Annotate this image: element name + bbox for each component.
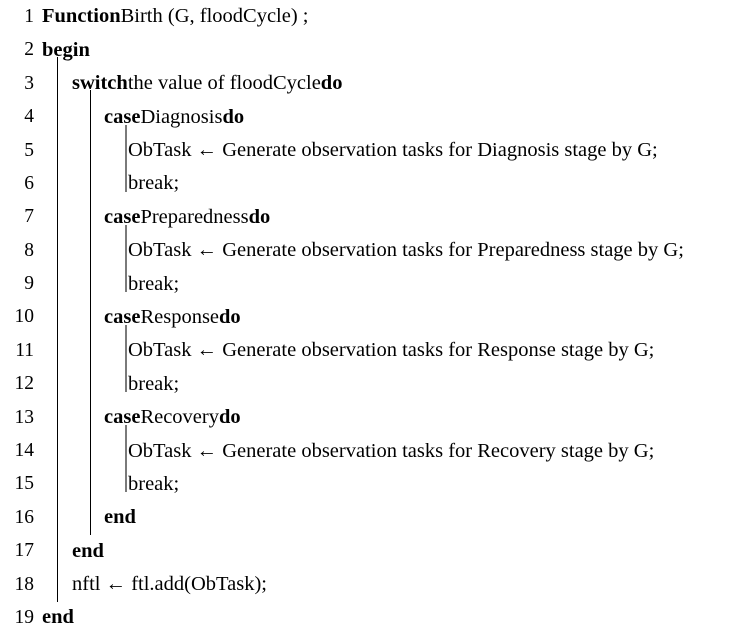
keyword: end — [72, 539, 104, 562]
code-text: ObTask ← Generate observation tasks for … — [128, 139, 658, 161]
line-number: 3 — [24, 72, 34, 94]
line-number: 14 — [14, 440, 35, 462]
line-number: 6 — [24, 172, 34, 194]
line-number: 11 — [15, 339, 34, 361]
code-text: break; — [128, 472, 180, 495]
line-number: 2 — [24, 39, 34, 61]
keyword: case — [104, 105, 141, 128]
line-code: break; — [34, 267, 751, 300]
line-code: end — [34, 601, 751, 634]
code-text: the value of floodCycle — [127, 72, 321, 95]
line-code: switch the value of floodCycle do — [34, 67, 751, 100]
code-text: ObTask ← Generate observation tasks for … — [128, 339, 655, 362]
line-code: ObTask ← Generate observation tasks for … — [34, 434, 751, 467]
code-text: Recovery — [140, 406, 219, 429]
keyword: case — [104, 305, 141, 328]
switch-block-rule — [90, 90, 91, 535]
line-code: nftl ← ftl.add(ObTask); — [34, 568, 751, 601]
line-number: 4 — [24, 106, 34, 128]
algorithm-line: 5 ObTask ← Generate observation tasks for… — [0, 134, 751, 167]
line-code: end — [34, 534, 751, 567]
line-number: 17 — [14, 540, 35, 562]
line-code: ObTask ← Generate observation tasks for … — [34, 234, 751, 267]
keyword: end — [42, 606, 74, 629]
code-text: break; — [128, 272, 180, 295]
line-code: ObTask ← Generate observation tasks for … — [34, 134, 751, 167]
keyword: switch — [72, 72, 128, 95]
line-number: 15 — [14, 473, 35, 495]
keyword: case — [104, 205, 141, 228]
line-code: begin — [34, 33, 751, 66]
line-number: 5 — [24, 139, 34, 161]
line-code: break; — [34, 467, 751, 500]
algorithm-line: 19 end — [0, 601, 751, 634]
case-preparedness-body-rule — [125, 225, 127, 292]
line-number: 1 — [24, 5, 34, 27]
line-code: case Preparedness do — [34, 200, 751, 233]
code-text: Response — [140, 305, 220, 328]
keyword: do — [218, 406, 241, 429]
algorithm-line: 2 begin — [0, 33, 751, 66]
algorithm-line: 6 break; — [0, 167, 751, 200]
algorithm-line: 18 nftl ← ftl.add(ObTask); — [0, 568, 751, 601]
line-number: 7 — [24, 206, 34, 228]
keyword: Function — [42, 5, 121, 28]
line-number: 9 — [24, 273, 34, 295]
algorithm-line: 15 break; — [0, 467, 751, 500]
line-code: Function Birth (G, floodCycle) ; — [34, 0, 751, 33]
line-code: case Diagnosis do — [34, 100, 751, 133]
algorithm-line: 16 end — [0, 501, 751, 534]
algorithm-line: 17 end — [0, 534, 751, 567]
line-code: ObTask ← Generate observation tasks for … — [34, 334, 751, 367]
case-response-body-rule — [125, 325, 127, 392]
line-code: end — [34, 501, 751, 534]
keyword: end — [104, 506, 136, 529]
begin-block-rule — [57, 57, 58, 602]
line-code: case Recovery do — [34, 401, 751, 434]
line-number: 16 — [14, 506, 35, 528]
case-recovery-body-rule — [125, 425, 127, 492]
line-code: break; — [34, 167, 751, 200]
line-number: 18 — [14, 573, 35, 595]
code-text: break; — [128, 172, 180, 195]
case-diagnosis-body-rule — [125, 125, 127, 192]
algorithm-line: 11 ObTask ← Generate observation tasks fo… — [0, 334, 751, 367]
line-number: 13 — [14, 406, 35, 428]
line-code: break; — [34, 367, 751, 400]
keyword: case — [104, 406, 141, 429]
code-text: Diagnosis — [140, 105, 223, 128]
keyword: do — [320, 72, 343, 95]
code-text: Birth (G, floodCycle) ; — [120, 5, 309, 28]
keyword: do — [219, 305, 241, 328]
line-code: case Response do — [34, 301, 751, 334]
code-text: ObTask ← Generate observation tasks for … — [128, 239, 684, 262]
line-number: 10 — [14, 306, 35, 328]
code-text: break; — [128, 372, 180, 395]
line-number: 12 — [14, 373, 35, 395]
line-number: 19 — [14, 606, 35, 628]
algorithm-line: 9 break; — [0, 267, 751, 300]
algorithm-line: 8 ObTask ← Generate observation tasks for… — [0, 234, 751, 267]
algorithm-line: 12 break; — [0, 367, 751, 400]
keyword: do — [248, 205, 271, 228]
keyword: do — [222, 105, 245, 128]
algorithm-line: 14 ObTask ← Generate observation tasks fo… — [0, 434, 751, 467]
line-number: 8 — [24, 239, 34, 261]
code-text: ObTask ← Generate observation tasks for … — [128, 439, 655, 462]
code-text: nftl ← ftl.add(ObTask); — [72, 573, 267, 596]
keyword: begin — [42, 38, 90, 61]
code-text: Preparedness — [140, 205, 249, 228]
